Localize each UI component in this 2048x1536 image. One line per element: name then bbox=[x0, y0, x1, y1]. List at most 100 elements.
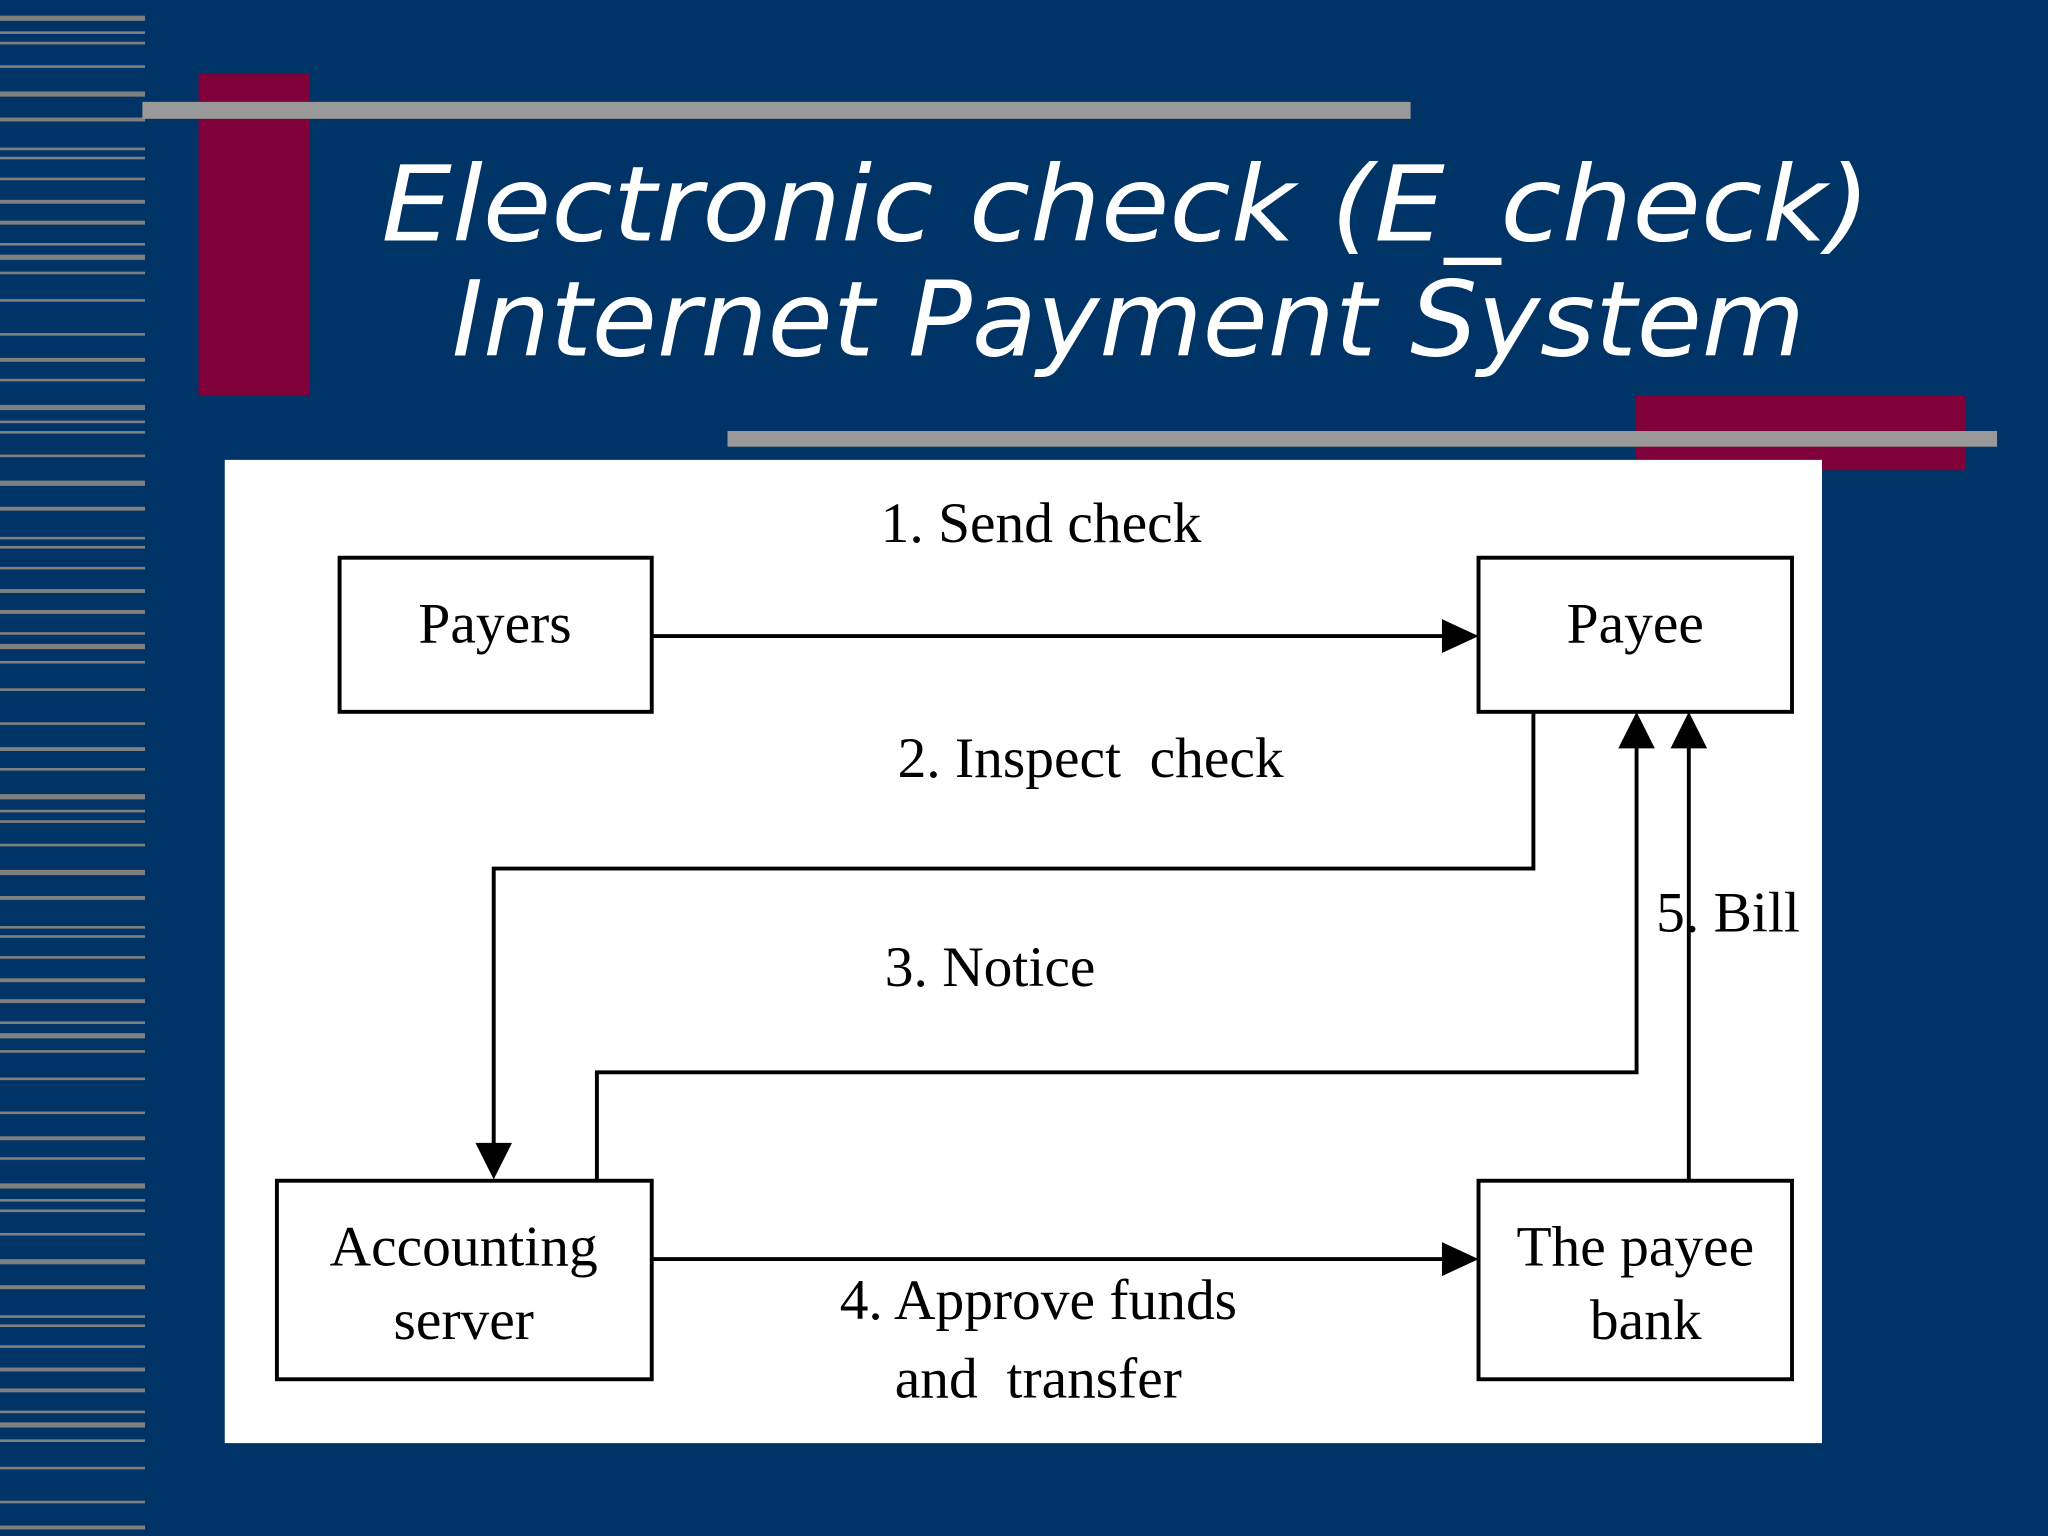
stripe bbox=[0, 536, 145, 540]
stripe bbox=[0, 15, 145, 21]
stripe bbox=[0, 199, 145, 204]
node-payers-label: Payers bbox=[418, 593, 571, 656]
stripe bbox=[0, 566, 145, 570]
stripe bbox=[0, 1324, 145, 1328]
stripe bbox=[0, 480, 145, 486]
stripe bbox=[0, 431, 145, 434]
stripe bbox=[0, 768, 145, 771]
edge-label-bill: 5. Bill bbox=[1656, 881, 1800, 944]
edge-label-inspect-check: 2. Inspect check bbox=[898, 727, 1284, 790]
stripe bbox=[0, 41, 145, 45]
stripe bbox=[0, 589, 145, 593]
stripe bbox=[0, 820, 145, 823]
stripe bbox=[0, 926, 145, 929]
stripe bbox=[0, 156, 145, 160]
stripe bbox=[0, 1410, 145, 1414]
stripe bbox=[0, 242, 145, 246]
stripe bbox=[0, 1033, 145, 1039]
node-payers: Payers bbox=[337, 555, 654, 714]
stripe bbox=[0, 65, 145, 68]
node-accounting-label-line1: Accounting bbox=[330, 1216, 598, 1279]
stripe bbox=[0, 660, 145, 664]
arrowhead-icon bbox=[1441, 1242, 1479, 1277]
stripe bbox=[0, 609, 145, 614]
stripe bbox=[0, 1345, 145, 1348]
slide-title-line2: Internet Payment System bbox=[452, 258, 1805, 380]
stripe bbox=[0, 935, 145, 938]
stripe bbox=[0, 1388, 145, 1393]
stripe bbox=[0, 506, 145, 511]
node-bank-label-line2: bank bbox=[1590, 1289, 1702, 1352]
stripe bbox=[0, 1315, 145, 1318]
stripe bbox=[0, 843, 145, 847]
decorative-stripes bbox=[0, 15, 145, 1530]
node-bank-label-line1: The payee bbox=[1516, 1216, 1754, 1279]
stripe bbox=[0, 1439, 145, 1442]
edge-inspect-check bbox=[491, 711, 1536, 1146]
stripe bbox=[0, 999, 145, 1004]
stripe bbox=[0, 454, 145, 458]
stripe bbox=[0, 896, 145, 900]
stripe bbox=[0, 299, 145, 302]
stripe bbox=[0, 747, 145, 752]
stripe bbox=[0, 794, 145, 800]
stripe bbox=[0, 1111, 145, 1115]
stripe bbox=[0, 420, 145, 424]
stripe bbox=[0, 722, 145, 725]
node-payee: Payee bbox=[1476, 555, 1794, 714]
stripe bbox=[0, 688, 145, 691]
stripe bbox=[0, 357, 145, 362]
node-payee-label: Payee bbox=[1567, 593, 1704, 656]
stripe bbox=[0, 91, 145, 97]
stripe bbox=[0, 117, 145, 122]
divider-bar-bottom bbox=[727, 431, 1998, 447]
stripe bbox=[0, 1077, 145, 1081]
stripe bbox=[0, 333, 145, 336]
stripe bbox=[0, 809, 145, 813]
stripe bbox=[0, 1500, 145, 1504]
arrowhead-icon bbox=[1670, 711, 1708, 749]
stripe bbox=[0, 1157, 145, 1160]
stripe bbox=[0, 271, 145, 275]
stripe bbox=[0, 643, 145, 650]
stripe bbox=[0, 1285, 145, 1290]
stripe bbox=[0, 378, 145, 382]
stripe bbox=[0, 254, 145, 260]
stripe bbox=[0, 1021, 145, 1024]
stripe bbox=[0, 220, 145, 225]
stripe bbox=[0, 1050, 145, 1053]
stripe bbox=[0, 31, 145, 34]
edge-label-approve-line2: and transfer bbox=[895, 1348, 1182, 1411]
edge-label-send-check: 1. Send check bbox=[881, 492, 1202, 555]
stripe bbox=[0, 177, 145, 181]
stripe bbox=[0, 956, 145, 959]
stripe bbox=[0, 1199, 145, 1202]
node-accounting-server: Accounting server bbox=[274, 1178, 654, 1382]
arrowhead-icon bbox=[1441, 619, 1479, 654]
stripe bbox=[0, 1232, 145, 1236]
slide-title-line1: Electronic check (E_check) bbox=[381, 143, 1870, 265]
arrowhead-icon bbox=[475, 1142, 512, 1180]
node-payee-bank: The payee bank bbox=[1476, 1178, 1794, 1382]
stripe bbox=[0, 1466, 145, 1470]
edge-label-notice: 3. Notice bbox=[885, 936, 1096, 999]
arrowhead-icon bbox=[1618, 711, 1655, 749]
edge-notice bbox=[594, 745, 1639, 1180]
stripe bbox=[0, 1525, 145, 1530]
diagram-panel: Payers Payee Accounting server The payee… bbox=[224, 459, 1823, 1444]
node-accounting-label-line2: server bbox=[393, 1289, 533, 1352]
stripe bbox=[0, 1209, 145, 1213]
stripe bbox=[0, 1422, 145, 1428]
stripe bbox=[0, 1367, 145, 1372]
stripe bbox=[0, 632, 145, 635]
stripe bbox=[0, 1183, 145, 1189]
stripe bbox=[0, 869, 145, 876]
stripe bbox=[0, 545, 145, 549]
stripe bbox=[0, 147, 145, 151]
stripe bbox=[0, 978, 145, 983]
stripe bbox=[0, 1259, 145, 1265]
accent-block-top bbox=[198, 73, 310, 396]
stripe bbox=[0, 1136, 145, 1141]
edge-label-approve-line1: 4. Approve funds bbox=[840, 1269, 1237, 1332]
